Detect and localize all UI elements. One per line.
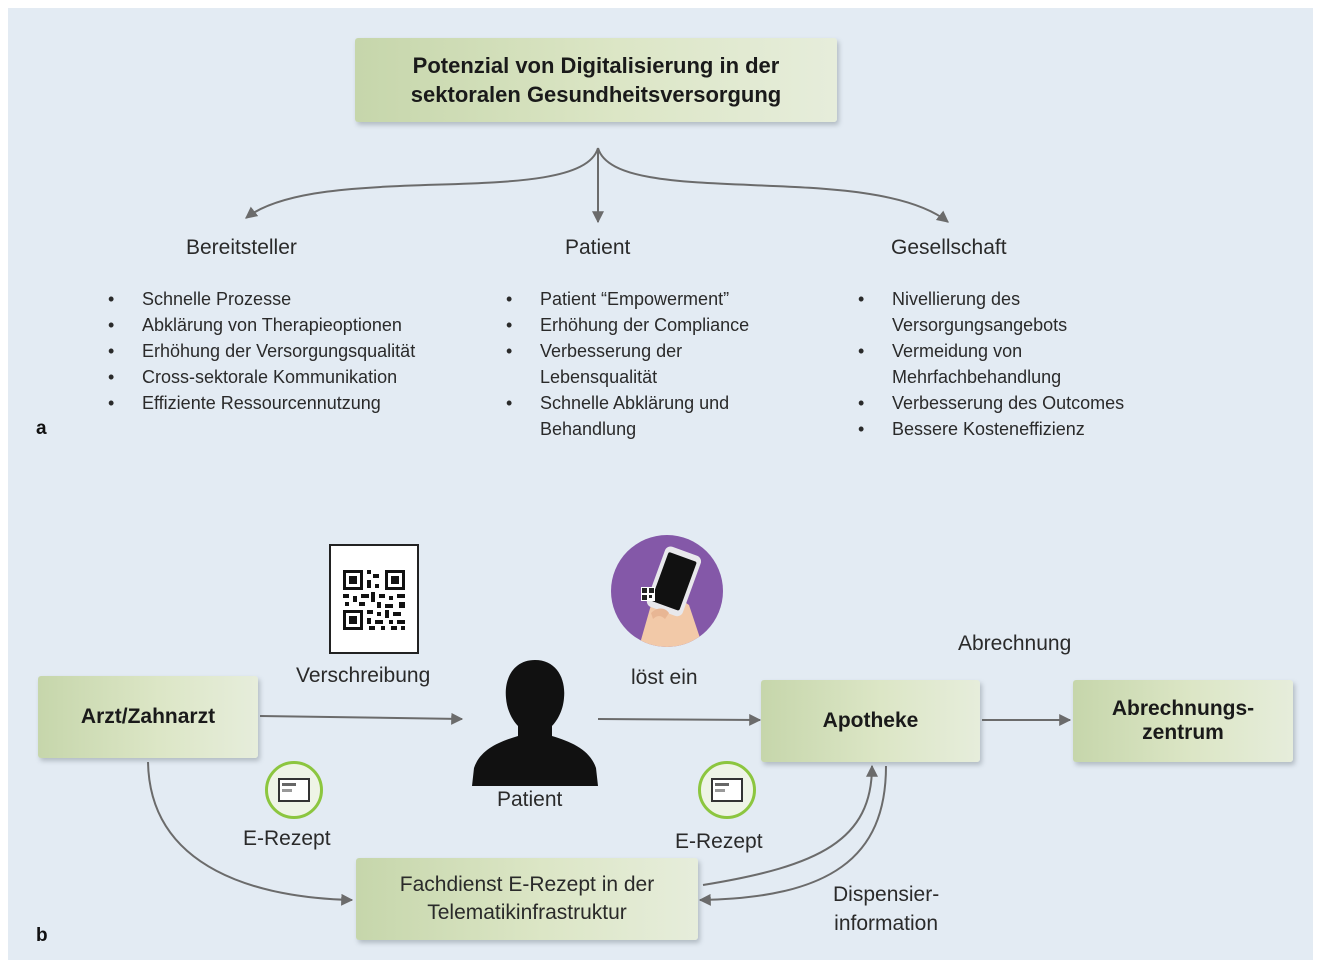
arrow-doctor-to-service <box>147 761 354 906</box>
digitalization-title-box: Potenzial von Digitalisierung in der sek… <box>355 38 837 122</box>
erezept-service-box: Fachdienst E-Rezept in der Telematikinfr… <box>356 858 698 940</box>
erezept-left-label: E-Rezept <box>243 827 331 850</box>
title-line-2: sektoralen Gesundheitsversorgung <box>410 82 782 107</box>
list-bereitsteller: Schnelle Prozesse Abklärung von Therapie… <box>108 286 438 416</box>
title-line-1: Potenzial von Digitalisierung in der <box>412 53 780 78</box>
pharmacy-box: Apotheke <box>761 680 980 762</box>
arrow-to-gesellschaft <box>597 147 949 223</box>
erezept-right-icon <box>698 761 756 819</box>
list-patient: Patient “Empowerment” Erhöhung der Compl… <box>506 286 786 442</box>
arrow-patient-to-pharmacy <box>597 713 762 726</box>
doctor-label: Arzt/Zahnarzt <box>80 705 216 728</box>
smartphone-scan-icon <box>611 535 723 647</box>
billing-center-line-2: zentrum <box>1142 721 1224 744</box>
figure-panel <box>8 8 1313 960</box>
arrow-pharmacy-to-service <box>698 765 887 906</box>
billing-center-box: Abrechnungs- zentrum <box>1073 680 1293 762</box>
list-item: Verbesserung der Lebensqualität <box>506 338 786 390</box>
doctor-box: Arzt/Zahnarzt <box>38 676 258 758</box>
list-item: Abklärung von Therapieoptionen <box>108 312 438 338</box>
arrow-to-bereitsteller <box>245 147 599 219</box>
list-item: Effiziente Ressourcennutzung <box>108 390 438 416</box>
arrow-doctor-to-patient <box>259 712 464 725</box>
list-item: Vermeidung von Mehrfachbehandlung <box>858 338 1062 390</box>
prescription-label: Verschreibung <box>296 664 431 687</box>
list-item: Erhöhung der Compliance <box>506 312 786 338</box>
service-line-2: Telematikinfrastruktur <box>427 901 627 924</box>
list-gesellschaft: Nivellierung des Versorgungsangebots Ver… <box>858 286 1148 442</box>
patient-silhouette-icon <box>472 656 598 786</box>
list-item: Bessere Kosteneffizienz <box>858 416 1148 442</box>
billing-label: Abrechnung <box>958 632 1072 655</box>
list-item: Nivellierung des Versorgungsangebots <box>858 286 1067 338</box>
list-item: Schnelle Abklärung und Behandlung <box>506 390 740 442</box>
pharmacy-label: Apotheke <box>822 709 919 732</box>
dispense-line-1: Dispensier- <box>833 883 940 906</box>
patient-label: Patient <box>497 788 563 811</box>
list-item: Patient “Empowerment” <box>506 286 786 312</box>
billing-center-line-1: Abrechnungs- <box>1111 697 1255 720</box>
arrow-service-to-pharmacy <box>702 764 878 886</box>
list-item: Verbesserung des Outcomes <box>858 390 1148 416</box>
panel-letter-b: b <box>36 925 48 946</box>
dispense-line-2: information <box>834 912 939 935</box>
panel-letter-a: a <box>36 418 47 439</box>
heading-bereitsteller: Bereitsteller <box>186 236 297 259</box>
qr-code-icon <box>329 544 419 654</box>
heading-patient: Patient <box>565 236 631 259</box>
erezept-right-label: E-Rezept <box>675 830 763 853</box>
service-line-1: Fachdienst E-Rezept in der <box>399 873 655 896</box>
list-item: Erhöhung der Versorgungsqualität <box>108 338 438 364</box>
heading-gesellschaft: Gesellschaft <box>891 236 1007 259</box>
dispense-info-label: Dispensier- information <box>833 880 939 938</box>
list-item: Schnelle Prozesse <box>108 286 438 312</box>
redeems-label: löst ein <box>631 666 698 689</box>
erezept-left-icon <box>265 761 323 819</box>
list-item: Cross-sektorale Kommunikation <box>108 364 438 390</box>
